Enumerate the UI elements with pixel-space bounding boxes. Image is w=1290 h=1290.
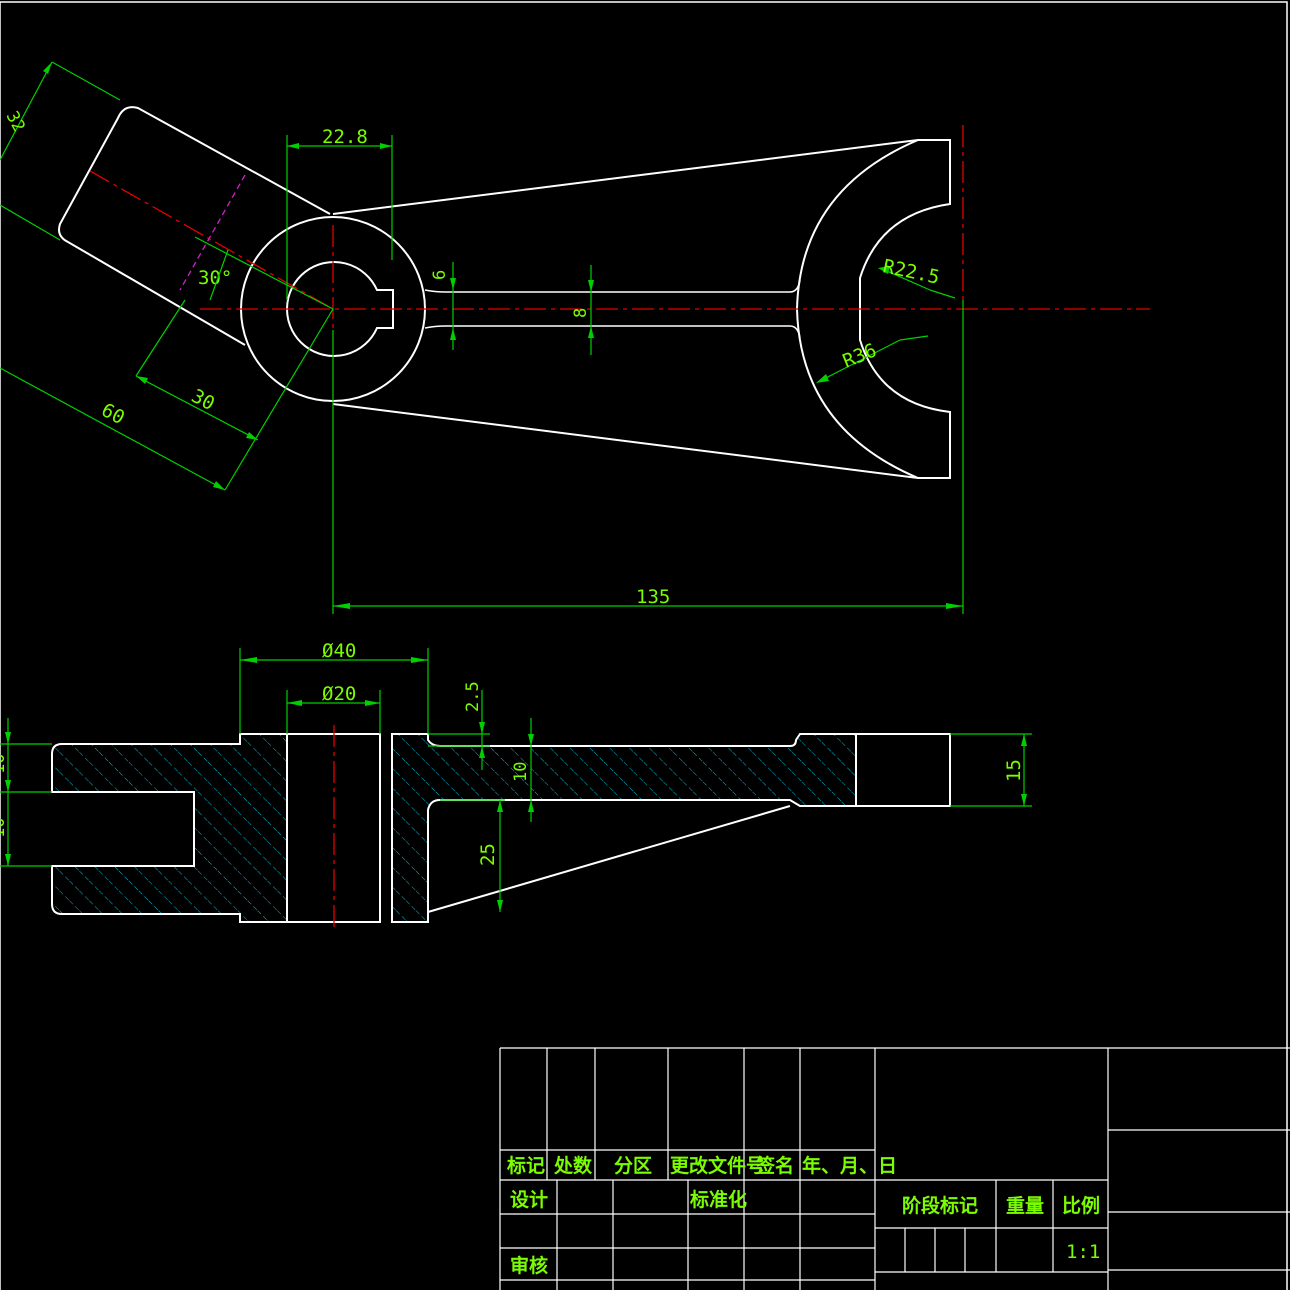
title-block: 标记 处数 分区 更改文件号 签名 年、月、日 设计 标准化 审核 阶段标记 重…: [499, 1047, 1290, 1290]
dim-inner-diameter: Ø20: [286, 683, 381, 734]
dim-hub-width-text: 22.8: [322, 126, 368, 148]
dim-arm-length: 60: [0, 308, 334, 491]
arm-30-line: [194, 236, 334, 310]
dim-angle-text: 30°: [198, 267, 232, 289]
dim-web-text: 8: [571, 308, 591, 318]
tb-review: 审核: [510, 1254, 548, 1277]
tb-standardization: 标准化: [690, 1188, 747, 1211]
dim-web-thickness: 10: [511, 718, 534, 822]
dim-outer-radius: R36: [816, 335, 929, 383]
angled-arm-outline: [58, 106, 331, 346]
section-right-hatch: [391, 733, 857, 923]
dim-hub-width: 22.8: [286, 126, 393, 300]
dim-web-thickness-text: 10: [511, 762, 531, 782]
dim-slot-text: 6: [430, 270, 450, 280]
tb-scale-value: 1:1: [1066, 1241, 1100, 1263]
dim-inner-radius: R22.5: [878, 255, 956, 299]
rib: [427, 805, 791, 913]
dim-left-slots: 10 10: [0, 718, 52, 867]
tb-stage-mark: 阶段标记: [902, 1194, 978, 1217]
tb-header-change-doc: 更改文件号: [670, 1154, 765, 1177]
dim-rib-height: 25: [440, 799, 505, 912]
dim-slot: 6: [430, 262, 456, 350]
tb-header-signature: 签名: [755, 1154, 794, 1177]
dim-outer-diameter: Ø40: [239, 640, 429, 734]
dim-rib-height-text: 25: [477, 843, 499, 866]
dim-step-text: 2.5: [463, 681, 483, 712]
dim-overall-length: 135: [332, 300, 964, 614]
tb-header-zone: 分区: [614, 1155, 652, 1177]
arm-centerline: [89, 170, 334, 310]
fork-end: [855, 733, 951, 807]
dim-fork-height-text: 15: [1003, 759, 1025, 782]
dim-inner-diameter-text: Ø20: [322, 683, 356, 705]
tb-header-date: 年、月、日: [802, 1154, 897, 1177]
central-web: [424, 279, 801, 339]
dim-overall-length-text: 135: [636, 586, 670, 608]
top-view: 22.8 135 6 8 R: [0, 61, 1150, 614]
hub-inner-bore: [286, 261, 394, 357]
dim-step: 2.5: [428, 681, 490, 770]
tb-header-count: 处数: [553, 1154, 593, 1177]
dim-left-top-text: 10: [0, 754, 9, 774]
section-left-hatch: [51, 733, 288, 923]
tb-header-mark: 标记: [507, 1155, 545, 1177]
dim-web: 8: [571, 265, 594, 355]
arm-hidden-line: [179, 174, 246, 291]
tb-design: 设计: [510, 1189, 548, 1211]
dim-arm-inner: 30: [135, 299, 259, 441]
dim-fork-height: 15: [950, 733, 1032, 807]
dim-left-bottom-text: 10: [0, 818, 9, 838]
dim-outer-diameter-text: Ø40: [322, 640, 356, 662]
dim-arm-inner-text: 30: [188, 385, 219, 415]
front-view: Ø40 Ø20 2.5 10: [0, 640, 1032, 930]
tb-weight: 重量: [1006, 1195, 1044, 1217]
dim-inner-radius-text: R22.5: [881, 255, 942, 288]
dim-arm-length-text: 60: [98, 399, 129, 429]
tb-scale: 比例: [1062, 1194, 1100, 1217]
